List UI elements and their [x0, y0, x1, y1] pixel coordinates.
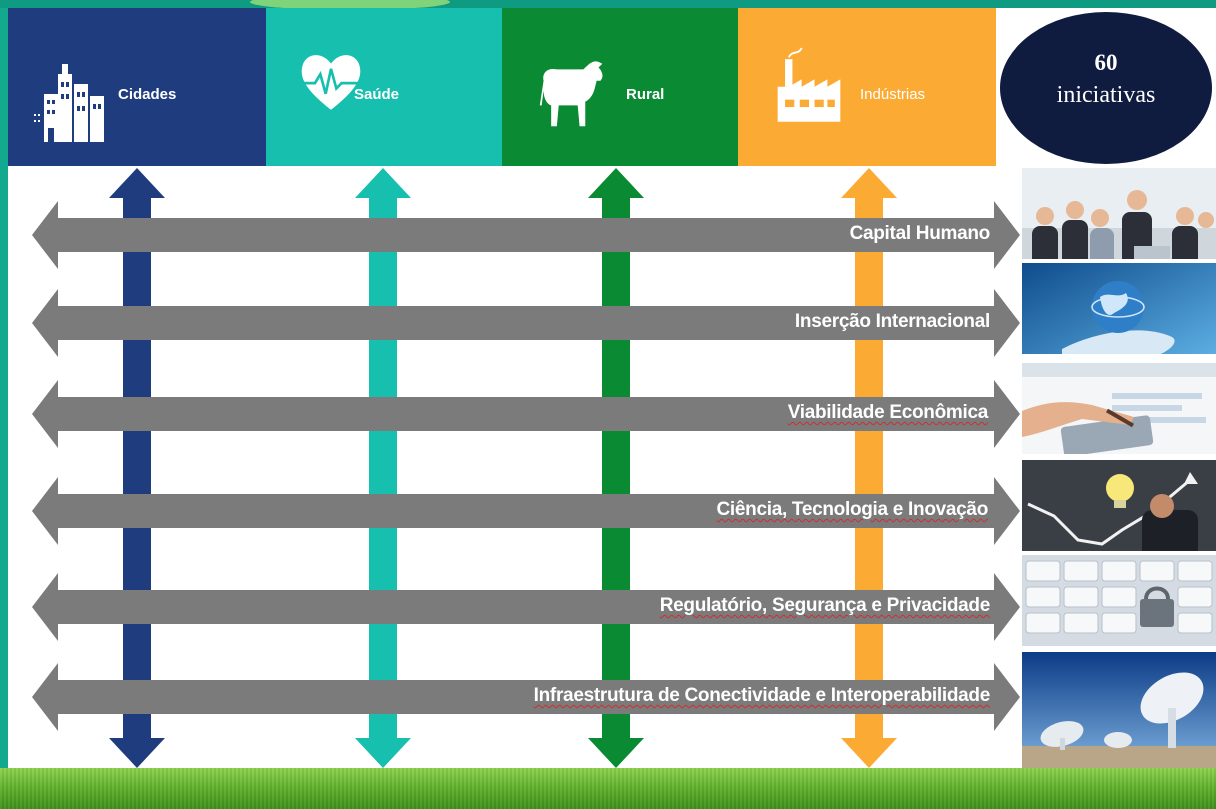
- initiatives-label: iniciativas: [1056, 82, 1156, 108]
- sector-label: Saúde: [354, 86, 400, 103]
- axis-label-text: Ciência, Tecnologia e Inovação: [716, 499, 988, 520]
- sector-label: Indústrias: [860, 86, 926, 103]
- axis-arrow-insercao-internacional: [32, 289, 1020, 357]
- grass-footer: [0, 768, 1216, 809]
- business-team-photo: [1022, 168, 1216, 259]
- city-buildings-icon: [34, 64, 104, 142]
- hand-globe-photo: [1022, 263, 1216, 354]
- axis-arrow-capital-humano: [32, 201, 1020, 269]
- axis-arrow-regulatorio: [32, 573, 1020, 641]
- axis-label-infraestrutura: Infraestrutura de Conectividade e Intero…: [533, 685, 991, 707]
- axis-label-ciencia-tecnologia: Ciência, Tecnologia e Inovação: [716, 499, 988, 521]
- cow-icon: [539, 61, 603, 127]
- calculator-chart-photo: [1022, 363, 1216, 454]
- top-border: [0, 0, 1216, 8]
- axis-label-text: Viabilidade Econômica: [787, 402, 989, 423]
- sector-label: Rural: [626, 86, 665, 103]
- axis-label-insercao-internacional: Inserção Internacional: [794, 311, 990, 332]
- keyboard-padlock-photo: [1022, 555, 1216, 646]
- sector-saude: Saúde: [266, 8, 502, 166]
- axis-arrow-viabilidade-economica: [32, 380, 1020, 448]
- sector-cidades: Cidades: [8, 8, 266, 166]
- decorative-curve: [250, 0, 450, 10]
- initiatives-count: 60: [1094, 50, 1118, 75]
- satellite-dishes-photo: [1022, 652, 1216, 768]
- axis-label-text: Infraestrutura de Conectividade e Intero…: [533, 685, 991, 706]
- sector-industrias: Indústrias: [738, 8, 996, 166]
- axis-label-capital-humano: Capital Humano: [849, 223, 991, 244]
- lightbulb-growth-photo: [1022, 460, 1216, 551]
- sector-rural: Rural: [502, 8, 738, 166]
- axis-label-regulatorio: Regulatório, Segurança e Privacidade: [659, 595, 991, 617]
- axis-label-viabilidade-economica: Viabilidade Econômica: [787, 402, 989, 424]
- axis-label-text: Regulatório, Segurança e Privacidade: [659, 595, 991, 616]
- initiatives-count-badge: 60 iniciativas: [1000, 12, 1212, 164]
- axis-arrow-infraestrutura: [32, 663, 1020, 731]
- heart-pulse-icon: [299, 55, 363, 110]
- sector-label: Cidades: [118, 86, 177, 103]
- factory-icon: [777, 47, 841, 122]
- axis-arrow-ciencia-tecnologia: [32, 477, 1020, 545]
